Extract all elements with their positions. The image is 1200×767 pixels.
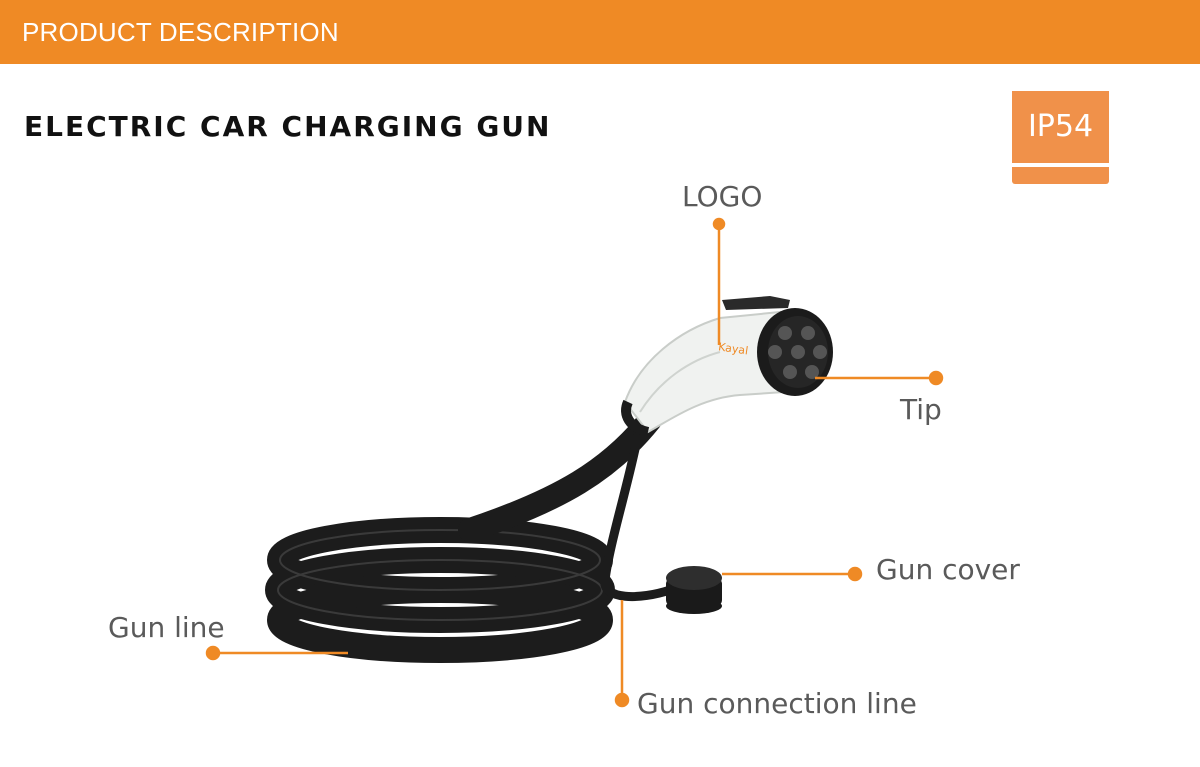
gun-tip — [757, 308, 833, 396]
leader-dot-tip — [928, 370, 944, 386]
gun-connection-line — [600, 420, 675, 602]
ip-rating-label: IP54 — [1027, 109, 1094, 144]
header-banner: PRODUCT DESCRIPTION — [0, 0, 1200, 64]
leader-dot-gun-line — [205, 645, 221, 661]
leader-dot-logo — [712, 217, 726, 231]
badge-underline — [1012, 167, 1109, 184]
gun-line-coil — [265, 517, 615, 663]
callout-gun-connection-line: Gun connection line — [637, 687, 917, 720]
leader-lines — [205, 217, 944, 708]
ip-rating-badge: IP54 — [1012, 91, 1109, 163]
callout-tip: Tip — [900, 393, 942, 426]
header-title: PRODUCT DESCRIPTION — [22, 17, 339, 47]
callout-logo: LOGO — [682, 180, 763, 213]
callout-gun-line: Gun line — [108, 611, 225, 644]
gun-handle: Kayal — [621, 296, 790, 437]
leader-dot-gun-cover — [847, 566, 863, 582]
gun-cover — [666, 566, 722, 614]
page-title: ELECTRIC CAR CHARGING GUN — [24, 110, 552, 143]
brand-logo: Kayal — [717, 340, 749, 357]
callout-gun-cover: Gun cover — [876, 553, 1020, 586]
leader-dot-gun-connection — [614, 692, 630, 708]
